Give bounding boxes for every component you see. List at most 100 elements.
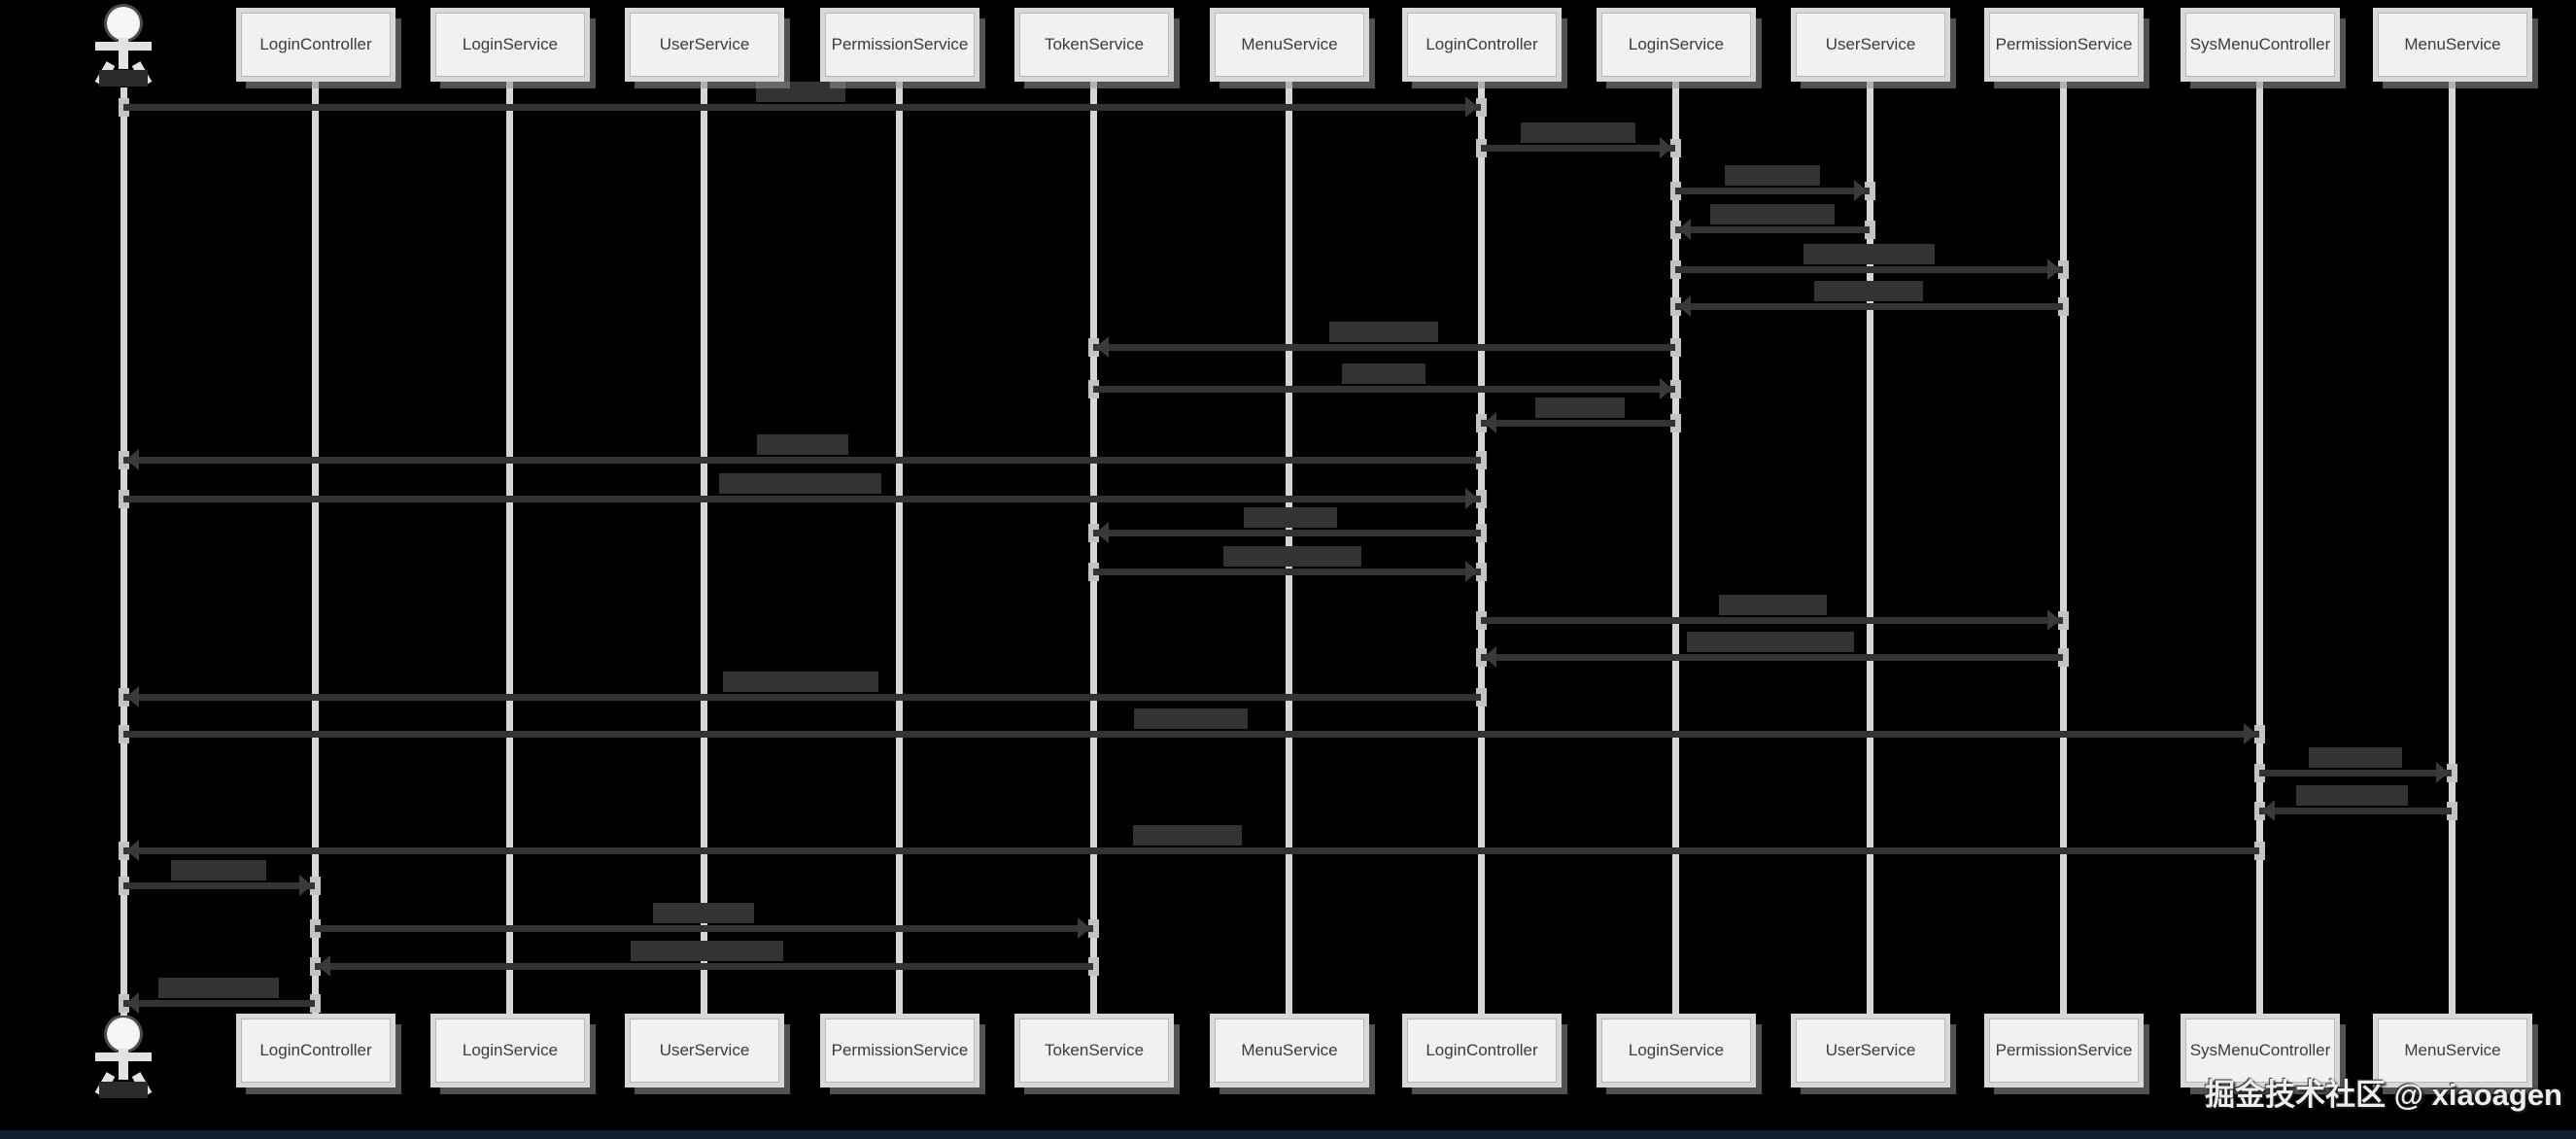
message-arrowhead — [1678, 295, 1691, 317]
participant-box-bottom-PS2: PermissionService — [1989, 1018, 2139, 1083]
activation-nub — [1476, 524, 1487, 542]
participant-lifeline-MS2 — [2449, 75, 2456, 1020]
participant-box-top-PS1: PermissionService — [825, 13, 975, 77]
participant-box-bottom-TS: TokenService — [1019, 1018, 1169, 1083]
message-arrowhead — [126, 992, 139, 1014]
activation-nub — [2058, 297, 2069, 316]
message-line-call — [1481, 617, 2063, 624]
message-label — [1342, 363, 1425, 384]
message-label — [1803, 244, 1935, 264]
activation-nub — [1670, 139, 1681, 157]
participant-box-bottom-MS1: MenuService — [1215, 1018, 1364, 1083]
participant-box-bottom-LC2: LoginController — [1407, 1018, 1557, 1083]
activation-nub — [1476, 490, 1487, 508]
message-line-return — [123, 694, 1481, 701]
participant-box-bottom-LS1: LoginService — [435, 1018, 585, 1083]
participant-box-bottom-PS1: PermissionService — [825, 1018, 975, 1083]
message-line-call — [123, 731, 2259, 738]
message-line-call — [2259, 770, 2452, 777]
participant-box-top-LS2: LoginService — [1601, 13, 1751, 77]
message-arrowhead — [2047, 259, 2060, 280]
message-arrowhead — [1660, 137, 1672, 158]
message-label — [1244, 507, 1337, 528]
message-arrowhead — [1096, 522, 1109, 543]
message-label — [1133, 825, 1242, 846]
participant-lifeline-LC2 — [1478, 75, 1485, 1020]
message-arrowhead — [126, 686, 139, 708]
message-arrowhead — [126, 449, 139, 470]
message-line-call — [1093, 530, 1481, 536]
message-line-call — [123, 496, 1481, 502]
message-label — [1133, 708, 1248, 729]
message-label — [723, 672, 878, 692]
message-label — [718, 473, 881, 494]
actor-torso-top — [119, 38, 128, 69]
actor-name-block-bottom — [99, 1082, 148, 1098]
message-line-return — [1481, 420, 1675, 427]
message-arrowhead — [1465, 96, 1478, 118]
participant-lifeline-PS1 — [896, 75, 903, 1020]
message-line-call — [1675, 266, 2063, 273]
participant-lifeline-PS2 — [2060, 75, 2067, 1020]
message-label — [1814, 281, 1923, 301]
actor-name-block-top — [99, 70, 148, 86]
participant-box-bottom-US2: UserService — [1796, 1018, 1945, 1083]
participant-box-top-TS: TokenService — [1019, 13, 1169, 77]
activation-nub — [2058, 648, 2069, 667]
message-line-return — [1093, 386, 1675, 393]
participant-box-top-MS2: MenuService — [2378, 13, 2527, 77]
activation-nub — [2447, 764, 2457, 782]
message-arrowhead — [1484, 646, 1496, 668]
message-line-return — [123, 457, 1481, 464]
participant-box-top-US1: UserService — [630, 13, 779, 77]
participant-box-bottom-LS2: LoginService — [1601, 1018, 1751, 1083]
message-arrowhead — [2244, 723, 2256, 744]
participant-box-top-US2: UserService — [1796, 13, 1945, 77]
participant-lifeline-LS1 — [506, 75, 513, 1020]
activation-nub — [1476, 688, 1487, 707]
message-arrowhead — [1465, 561, 1478, 582]
message-label — [1725, 165, 1820, 186]
activation-nub — [1670, 380, 1681, 398]
message-arrowhead — [1465, 488, 1478, 509]
participant-box-bottom-MS2: MenuService — [2378, 1018, 2527, 1083]
actor-torso-bottom — [119, 1049, 128, 1080]
watermark-text: 掘金技术社区 @ xiaoagen — [2205, 1078, 2562, 1112]
participant-lifeline-SMC — [2256, 75, 2263, 1020]
activation-nub — [2447, 802, 2457, 820]
participant-box-top-LS1: LoginService — [435, 13, 585, 77]
message-line-call — [1481, 145, 1675, 152]
actor-head-bottom — [107, 1018, 140, 1051]
activation-nub — [1088, 919, 1099, 938]
activation-nub — [310, 877, 321, 895]
message-label — [171, 860, 266, 880]
message-arrowhead — [1678, 219, 1691, 240]
activation-nub — [1865, 182, 1875, 200]
message-arrowhead — [1096, 336, 1109, 358]
message-arrowhead — [2262, 800, 2275, 821]
message-line-return — [1675, 303, 2063, 310]
message-label — [1329, 322, 1438, 342]
activation-nub — [1476, 563, 1487, 581]
message-line-call — [123, 104, 1481, 111]
message-label — [757, 434, 848, 455]
message-label — [1223, 546, 1361, 567]
message-line-call — [315, 925, 1093, 932]
participant-lifeline-LC1 — [312, 75, 319, 1020]
participant-box-bottom-LC1: LoginController — [241, 1018, 391, 1083]
message-line-call — [1093, 344, 1675, 351]
participant-box-bottom-SMC: SysMenuController — [2185, 1018, 2335, 1083]
activation-nub — [1865, 221, 1875, 239]
message-arrowhead — [2436, 762, 2449, 783]
message-line-return — [123, 847, 2259, 854]
message-label — [1521, 122, 1635, 143]
activation-nub — [2058, 260, 2069, 279]
participant-box-top-SMC: SysMenuController — [2185, 13, 2335, 77]
activation-nub — [1476, 98, 1487, 117]
bottom-edge-strip — [0, 1130, 2576, 1139]
participant-box-top-LC2: LoginController — [1407, 13, 1557, 77]
message-label — [1535, 397, 1625, 418]
actor-lifeline — [120, 87, 127, 1016]
message-label — [1718, 595, 1827, 615]
